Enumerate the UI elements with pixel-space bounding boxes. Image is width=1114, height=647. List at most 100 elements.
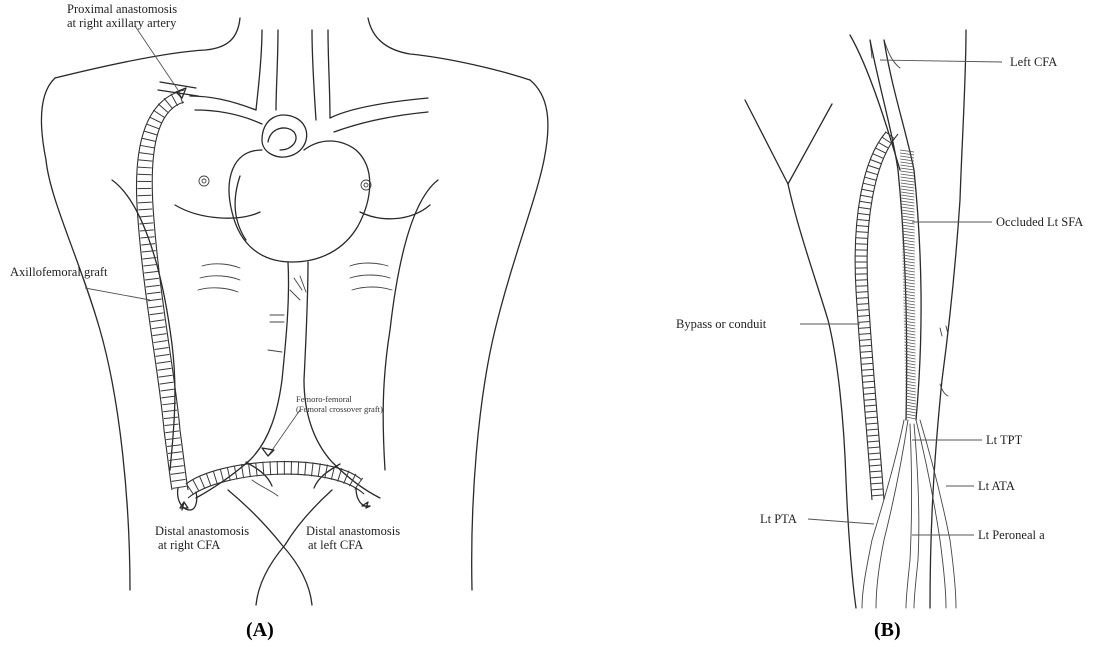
- occlusion-hatch: [901, 183, 915, 185]
- occlusion-hatch: [901, 177, 915, 179]
- graft-rib: [868, 165, 879, 169]
- label-peroneal: Lt Peroneal a: [978, 528, 1045, 542]
- torso-outline: [41, 18, 548, 605]
- graft-rib: [858, 327, 870, 328]
- occlusion-hatch: [901, 189, 914, 191]
- occlusion-hatch: [902, 231, 915, 233]
- graft-rib: [865, 177, 877, 180]
- graft-rib: [856, 292, 868, 293]
- graft-rib: [158, 368, 172, 370]
- graft-rib: [138, 167, 152, 168]
- occlusion-hatch: [900, 165, 914, 167]
- occlusion-hatch: [901, 198, 914, 200]
- graft-rib: [861, 195, 873, 197]
- label-distal-left-1: Distal anastomosis: [306, 524, 400, 538]
- graft-rib: [857, 304, 869, 305]
- label-femoro-femoral-1: Femoro-femoral: [296, 394, 352, 404]
- graft-rib: [173, 486, 187, 488]
- graft-rib: [856, 232, 868, 233]
- graft-rib: [249, 463, 251, 477]
- occlusion-hatch: [903, 288, 915, 290]
- occlusion-hatch: [904, 312, 916, 314]
- graft-rib: [867, 435, 879, 436]
- heart: [229, 141, 370, 262]
- graft-rib: [156, 354, 170, 356]
- graft-rib: [206, 473, 211, 486]
- graft-rib: [270, 461, 271, 475]
- label-axillofemoral-graft: Axillofemoral graft: [10, 265, 108, 279]
- graft-rib: [866, 429, 878, 430]
- occlusion-hatch: [901, 201, 914, 203]
- occlusion-hatch: [900, 150, 914, 152]
- occlusion-hatch: [903, 294, 915, 296]
- graft-rib: [873, 154, 884, 159]
- femoro-femoral-graft: [178, 461, 370, 510]
- graft-rib: [862, 375, 874, 376]
- graft-rib: [186, 483, 194, 495]
- occlusion-hatch: [904, 330, 915, 332]
- graft-rib: [858, 316, 870, 317]
- occlusion-hatch: [900, 153, 914, 155]
- graft-rib: [199, 476, 205, 489]
- graft-rib: [878, 142, 888, 148]
- graft-rib: [139, 216, 153, 217]
- occlusion-hatch: [906, 417, 916, 419]
- graft-rib: [858, 213, 870, 214]
- occlusion-hatch: [904, 336, 915, 338]
- label-proximal-anastomosis-1: Proximal anastomosis: [67, 2, 177, 16]
- graft-rib: [863, 393, 875, 394]
- graft-rib: [139, 223, 153, 224]
- occlusion-hatch: [906, 399, 916, 401]
- label-occluded-sfa: Occluded Lt SFA: [996, 215, 1083, 229]
- graft-rib: [868, 447, 880, 448]
- graft-rib: [349, 474, 355, 486]
- occlusion-hatch: [903, 306, 915, 308]
- graft-rib: [138, 202, 152, 203]
- occlusion-hatch: [900, 168, 914, 170]
- occlusion-hatch: [901, 195, 914, 197]
- distal-vessels: [862, 420, 956, 608]
- occlusion-hatch: [901, 192, 914, 194]
- leaders-a: [85, 26, 370, 510]
- graft-rib: [157, 361, 171, 363]
- graft-rib: [151, 320, 165, 322]
- graft-rib: [138, 160, 152, 161]
- graft-rib: [862, 189, 874, 191]
- graft-rib: [858, 322, 870, 323]
- graft-rib: [149, 306, 163, 308]
- graft-rib: [863, 183, 875, 186]
- graft-rib: [875, 148, 886, 153]
- graft-rib: [857, 310, 869, 311]
- graft-rib: [220, 469, 224, 483]
- panel-b: Left CFA Occluded Lt SFA Bypass or condu…: [676, 30, 1083, 641]
- label-ata: Lt ATA: [978, 479, 1015, 493]
- graft-rib: [866, 171, 877, 174]
- occlusion-hatch: [902, 219, 915, 221]
- graft-rib: [298, 461, 299, 475]
- occlusion-hatch: [903, 303, 915, 305]
- occlusion-hatch: [901, 216, 914, 218]
- graft-rib: [870, 477, 882, 478]
- nipples: [199, 176, 371, 190]
- graft-rib: [142, 138, 156, 141]
- graft-rib: [154, 341, 168, 343]
- graft-rib: [167, 445, 181, 447]
- graft-rib: [862, 381, 874, 382]
- graft-rib: [147, 292, 161, 294]
- graft-rib: [161, 396, 175, 398]
- graft-rib: [165, 424, 179, 425]
- graft-rib: [165, 431, 179, 433]
- occlusion-hatch: [904, 324, 915, 326]
- occlusion-hatch: [900, 171, 914, 173]
- occlusion-hatch: [903, 285, 915, 287]
- occlusion-hatch: [904, 318, 915, 320]
- graft-rib: [864, 399, 876, 400]
- graft-rib: [305, 462, 306, 476]
- graft-rib: [168, 452, 182, 454]
- graft-rib: [860, 201, 872, 203]
- graft-rib: [861, 357, 873, 358]
- bypass-graft: [855, 132, 898, 500]
- graft-rib: [856, 238, 868, 239]
- occlusion-hatch: [906, 411, 916, 413]
- label-proximal-anastomosis-2: at right axillary artery: [67, 16, 177, 30]
